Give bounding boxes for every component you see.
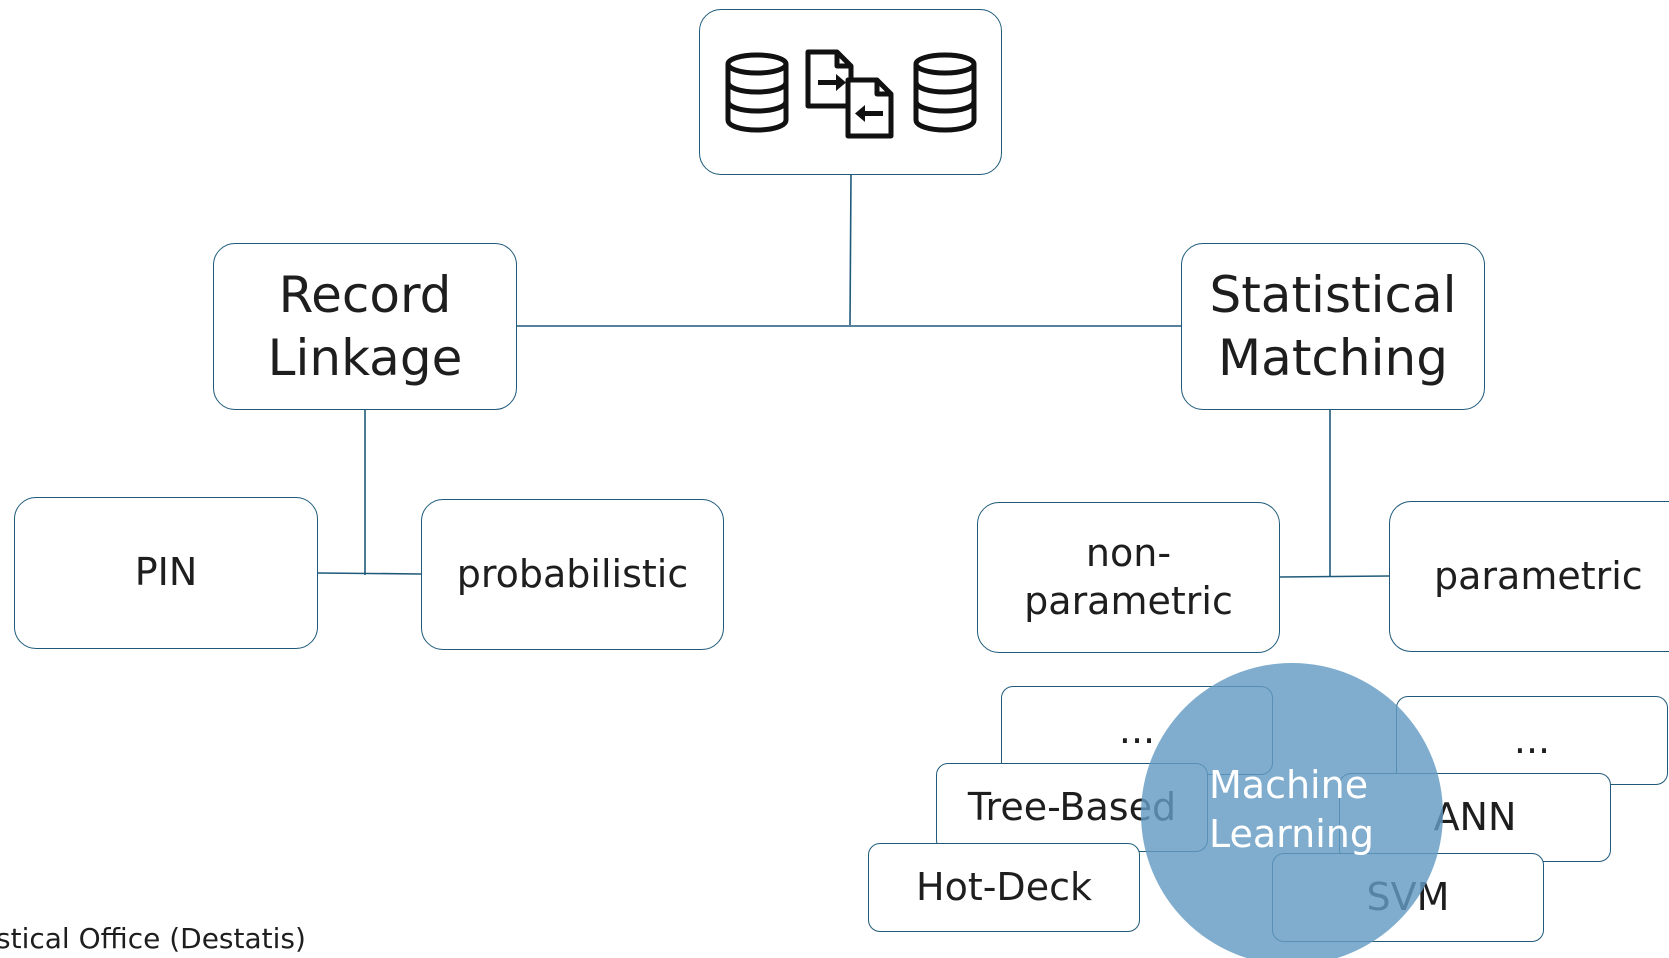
probabilistic-label: probabilistic [456,551,689,596]
ann-label: ANN [1433,794,1517,839]
record-linkage-node: Record Linkage [213,243,517,410]
pin-label: PIN [134,550,198,595]
parametric-label: parametric [1434,553,1643,598]
machine-learning-circle [1141,663,1443,958]
record-linkage-branch [317,572,422,575]
non-parametric-label: non- parametric [1024,531,1233,623]
root-stem [849,173,852,326]
database-icon [913,52,976,133]
machine-learning-label: Machine Learning [1209,763,1374,856]
hot-deck-label: Hot-Deck [916,864,1092,909]
probabilistic-node: probabilistic [421,499,724,650]
ellipsis-left-label: ... [1118,707,1156,752]
root-icons [723,44,979,140]
non-parametric-node: non- parametric [977,502,1280,653]
swap-files-icon [805,49,893,139]
record-linkage-label: Record Linkage [267,266,463,387]
statistical-matching-node: Statistical Matching [1181,243,1485,410]
statistical-matching-branch [1279,575,1390,578]
parametric-node: parametric [1389,501,1669,652]
source-footer: stical Office (Destatis) [0,922,306,955]
pin-node: PIN [14,497,318,649]
method-card-ellipsis-right: ... [1396,696,1668,785]
ellipsis-right-label: ... [1513,717,1551,762]
method-card-hot-deck: Hot-Deck [868,843,1140,932]
statistical-matching-label: Statistical Matching [1209,266,1457,387]
root-node [699,9,1002,175]
database-icon [725,52,788,133]
